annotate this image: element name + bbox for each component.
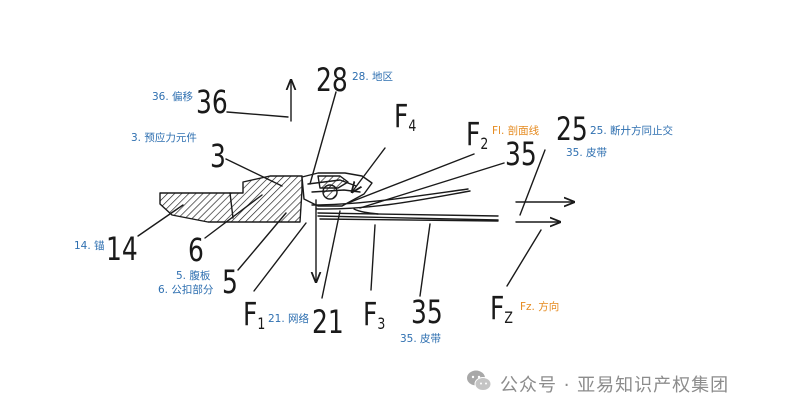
force-f1: F1 bbox=[243, 295, 266, 333]
force-fz: FZ bbox=[490, 289, 513, 327]
belt-lower bbox=[317, 212, 499, 217]
annotation-web-plate: 5. 腹板 bbox=[176, 270, 211, 282]
numeral-35-bottom: 35 bbox=[411, 293, 443, 331]
numeral-6: 6 bbox=[188, 231, 204, 269]
annotation-ground: 28. 地区 bbox=[352, 71, 394, 83]
arrow-f4 bbox=[352, 147, 386, 192]
numeral-36: 36 bbox=[196, 83, 228, 121]
annotation-network: 21. 网络 bbox=[268, 313, 310, 325]
numeral-28: 28 bbox=[316, 61, 348, 99]
force-f4: F4 bbox=[394, 97, 417, 135]
annotation-prestress: 3. 预应力元件 bbox=[131, 132, 197, 144]
numeral-21: 21 bbox=[312, 303, 344, 341]
numeral-35-top: 35 bbox=[505, 135, 537, 173]
annotation-male-part: 6. 公扣部分 bbox=[158, 284, 214, 296]
wechat-icon bbox=[467, 370, 492, 391]
annotation-section-line: Fl. 剖面线 bbox=[492, 125, 540, 137]
annotation-offset: 36. 偏移 bbox=[152, 91, 194, 103]
force-f3: F3 bbox=[363, 295, 386, 333]
numeral-14: 14 bbox=[106, 230, 138, 268]
numeral-5: 5 bbox=[222, 263, 238, 301]
annotation-break-direction: 25. 断廾方同止交 bbox=[590, 125, 674, 137]
force-f2: F2 bbox=[466, 115, 489, 153]
annotation-anchor: 14. 锚 bbox=[74, 240, 105, 252]
annotation-belt-bottom: 35. 皮带 bbox=[400, 333, 442, 345]
annotation-fz-direction: Fz. 方向 bbox=[520, 301, 560, 313]
watermark-text: 公众号 · 亚易知识产权集团 bbox=[500, 375, 730, 396]
numeral-3: 3 bbox=[210, 137, 226, 175]
numeral-25: 25 bbox=[556, 110, 588, 148]
annotation-belt-top: 35. 皮带 bbox=[566, 147, 608, 159]
